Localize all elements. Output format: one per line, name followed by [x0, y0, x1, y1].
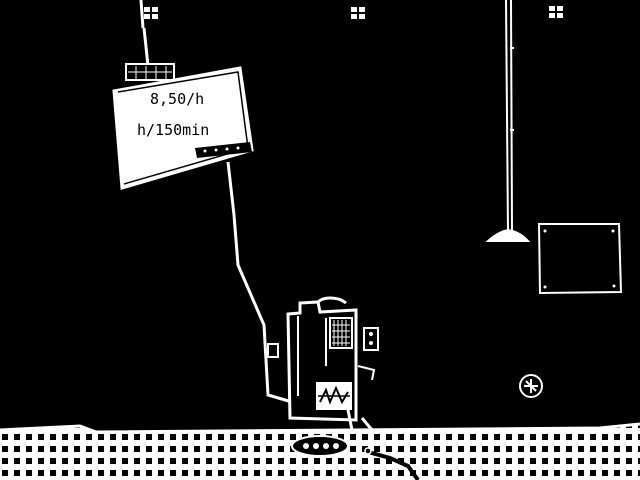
valve-wheel-icon[interactable] — [519, 374, 543, 398]
sign-pole — [139, 0, 150, 67]
wall-panel — [537, 223, 623, 295]
window-icon — [351, 7, 365, 19]
sign-price-text: 8,50/h — [150, 90, 205, 108]
sign-time-text: h/150min — [137, 121, 210, 139]
sign-cable — [226, 161, 293, 404]
meter-base-plate — [291, 435, 349, 457]
parking-meter-icon[interactable] — [267, 296, 379, 449]
floor-crack — [364, 447, 420, 480]
window-icon — [549, 6, 563, 18]
window-icon — [144, 7, 158, 19]
ceiling-lamp-icon — [485, 0, 531, 242]
price-sign — [112, 63, 254, 190]
